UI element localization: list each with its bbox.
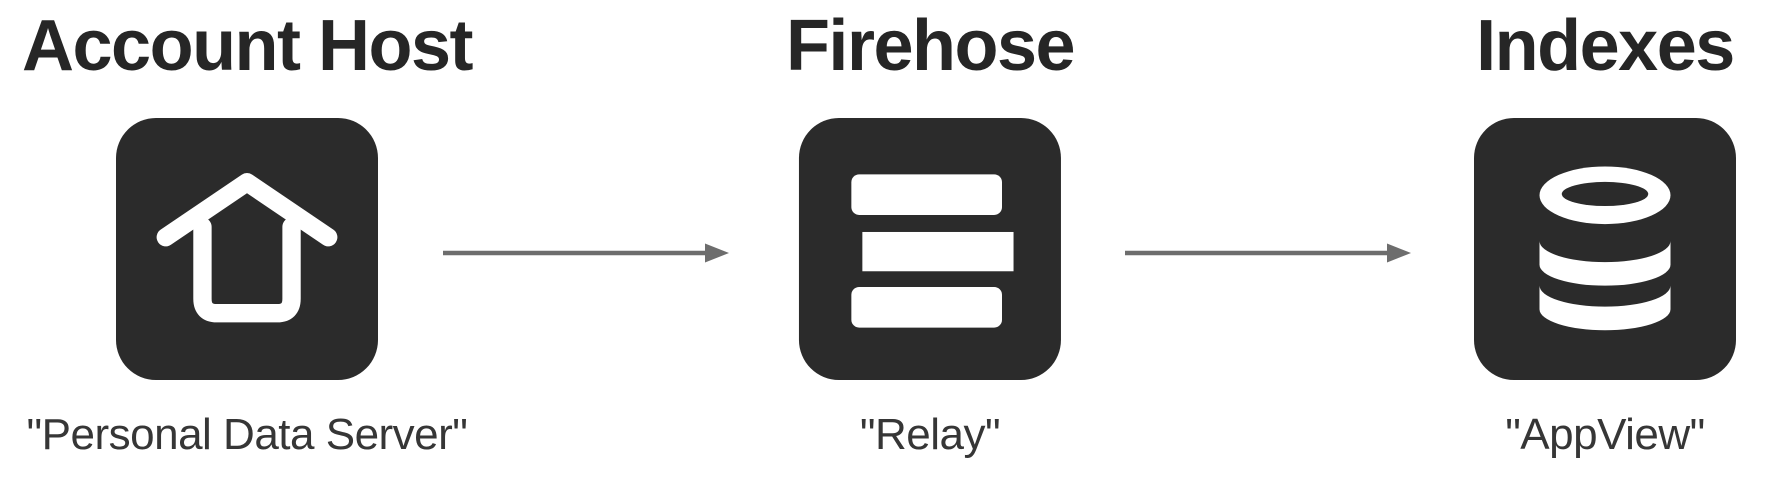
account-host-icon-box: [116, 118, 378, 380]
server-stack-icon: [851, 174, 1014, 328]
database-icon: [1539, 166, 1671, 331]
arrow-right-icon: [443, 243, 729, 263]
node-title-indexes: Indexes: [1476, 6, 1735, 86]
node-firehose: Firehose "Relay": [785, 0, 1076, 459]
node-title-firehose: Firehose: [785, 6, 1076, 86]
node-title-account-host: Account Host: [22, 6, 474, 86]
house-icon: [156, 173, 338, 323]
node-label-indexes: "AppView": [1505, 410, 1705, 459]
firehose-icon-box: [799, 118, 1061, 380]
node-label-account-host: "Personal Data Server": [26, 410, 468, 459]
node-indexes: Indexes "AppView": [1474, 0, 1736, 457]
indexes-icon-box: [1474, 118, 1736, 380]
node-label-firehose: "Relay": [859, 410, 1001, 459]
node-account-host: Account Host "Personal Data Server": [22, 0, 474, 459]
arrow-right-icon: [1125, 243, 1411, 263]
